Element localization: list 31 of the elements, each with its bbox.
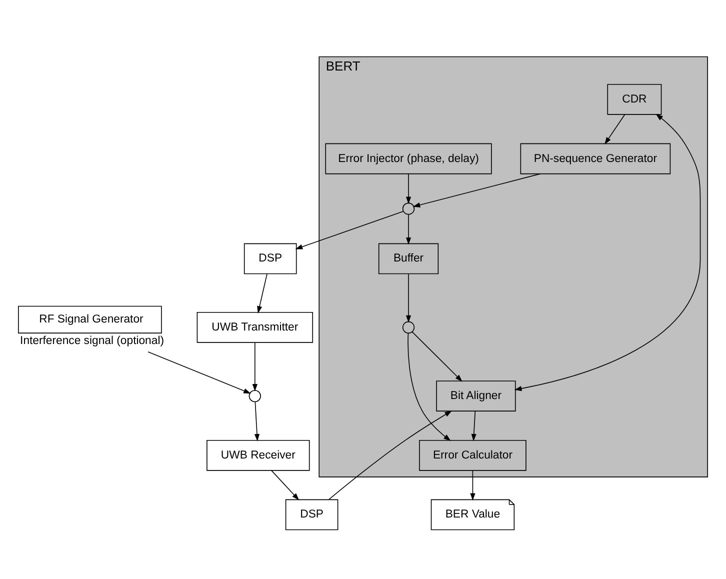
node-box: CDR [607, 83, 662, 114]
arrow [470, 470, 476, 500]
node-box: DSP [244, 242, 297, 274]
arrow [412, 330, 462, 382]
node-box: PN-sequence Generator [520, 142, 671, 174]
arrow [271, 470, 300, 500]
arrow [406, 214, 412, 244]
node-box: UWB Receiver [206, 439, 310, 470]
arrow [252, 342, 258, 391]
node-box: Buffer [378, 242, 439, 274]
arrow [295, 210, 404, 249]
node-box: Bit Aligner [436, 380, 516, 411]
arrow [408, 332, 451, 441]
arrow [406, 273, 412, 322]
arrow [412, 172, 541, 207]
node-box: UWB Transmitter [196, 311, 314, 342]
arrow [148, 350, 251, 394]
arrow [514, 113, 701, 391]
arrow [254, 400, 260, 441]
arrow [406, 172, 412, 204]
node-box: Error Calculator [419, 439, 526, 470]
node-circle [402, 202, 415, 214]
arrow [328, 410, 452, 500]
arrow [604, 114, 626, 144]
node-box: DSP [285, 498, 338, 530]
arrow [471, 410, 476, 441]
node-circle [402, 320, 415, 333]
node-circle [248, 389, 261, 402]
arrow [257, 273, 268, 313]
node-box: Error Injector (phase, delay) [325, 142, 492, 174]
node-label: Interference signal (optional) [20, 334, 164, 346]
